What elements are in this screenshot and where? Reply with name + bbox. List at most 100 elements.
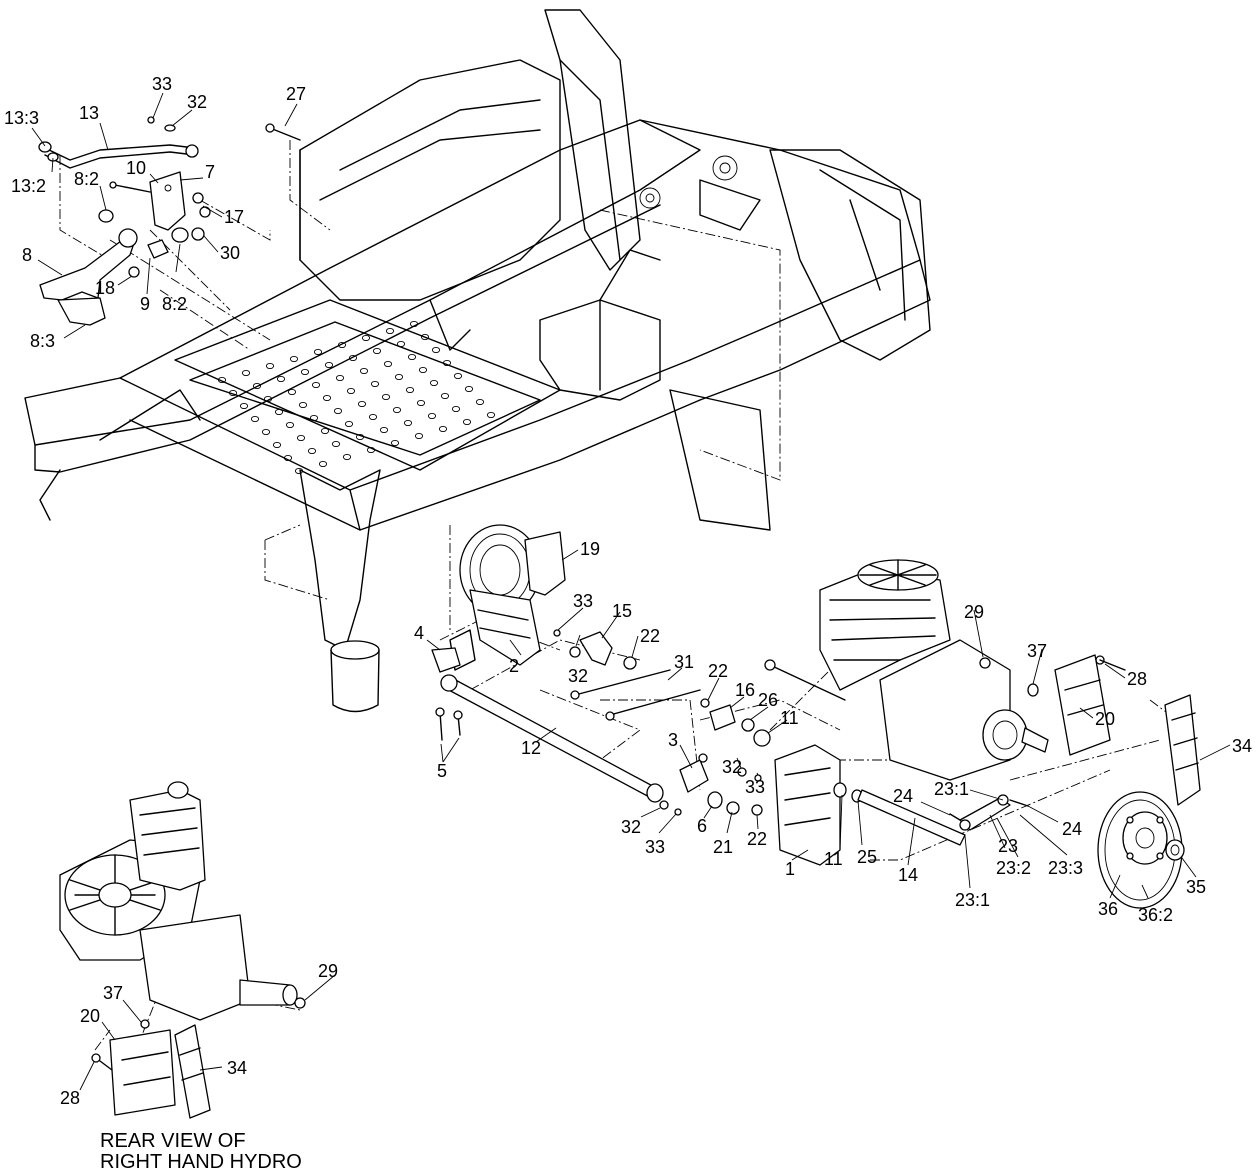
- callout-34: 34: [227, 1058, 247, 1078]
- callout-37: 37: [1027, 641, 1047, 661]
- phantom-lines: [59, 140, 1191, 1051]
- floor-pan-hole: [385, 327, 395, 335]
- floor-pan-hole: [442, 359, 452, 367]
- floor-pan-hole: [228, 389, 238, 397]
- floor-pan-hole: [427, 412, 437, 420]
- callout-34: 34: [1232, 736, 1252, 756]
- floor-pan-hole: [392, 406, 402, 414]
- floor-pan-hole: [261, 428, 271, 436]
- floor-pan-hole: [331, 440, 341, 448]
- callout-25: 25: [857, 847, 877, 867]
- floor-pan-hole: [396, 340, 406, 348]
- callout-26: 26: [758, 690, 778, 710]
- floor-pan-hole: [294, 467, 304, 475]
- floor-pan-hole: [322, 394, 332, 402]
- callout-labels: 13:3 13 33 32 27 13:2 10 7 8:2 17 30 8 1…: [4, 74, 1252, 1108]
- floor-pan-hole: [486, 411, 496, 419]
- floor-pan-hole: [361, 334, 371, 342]
- callout-18: 18: [95, 278, 115, 298]
- floor-pan-hole: [368, 413, 378, 421]
- callout-14: 14: [898, 865, 918, 885]
- floor-pan-hole: [283, 454, 293, 462]
- floor-pan-hole: [296, 434, 306, 442]
- callout-33: 33: [645, 837, 665, 857]
- callout-37: 37: [103, 983, 123, 1003]
- callout-1: 1: [785, 859, 795, 879]
- floor-pan-hole: [346, 387, 356, 395]
- floor-pan-hole: [274, 408, 284, 416]
- callout-11: 11: [780, 708, 799, 728]
- brake-rotor: [1097, 791, 1185, 909]
- callout-30: 30: [220, 243, 240, 263]
- callout-36-2: 36:2: [1138, 905, 1173, 925]
- floor-pan-hole: [420, 333, 430, 341]
- floor-pan-hole: [379, 426, 389, 434]
- callout-32: 32: [568, 666, 588, 686]
- floor-pan-hole: [320, 427, 330, 435]
- callout-33: 33: [573, 591, 593, 611]
- floor-pan-hole: [453, 372, 463, 380]
- floor-pan-hole: [344, 420, 354, 428]
- callout-36: 36: [1098, 899, 1118, 919]
- floor-pan-hole: [348, 354, 358, 362]
- floor-pan-hole: [239, 402, 249, 410]
- floor-pan-hole: [383, 360, 393, 368]
- floor-pan-hole: [241, 369, 251, 377]
- callout-23-2: 23:2: [996, 858, 1031, 878]
- callout-13-3: 13:3: [4, 108, 39, 128]
- floor-pan-hole: [355, 433, 365, 441]
- floor-pan-hole: [416, 399, 426, 407]
- main-frame: [24, 9, 931, 713]
- floor-pan-hole: [272, 441, 282, 449]
- callout-23-3: 23:3: [1048, 858, 1083, 878]
- callout-20: 20: [80, 1006, 100, 1026]
- floor-pan-hole: [289, 355, 299, 363]
- callout-32: 32: [722, 757, 742, 777]
- floor-pan-hole: [414, 432, 424, 440]
- floor-pan-hole: [250, 415, 260, 423]
- callout-27: 27: [286, 84, 306, 104]
- floor-pan-hole: [431, 346, 441, 354]
- floor-pan-hole: [265, 362, 275, 370]
- floor-pan-hole: [217, 376, 227, 384]
- callout-8-2: 8:2: [74, 169, 99, 189]
- floor-pan-hole: [313, 348, 323, 356]
- callout-13-2: 13:2: [11, 176, 46, 196]
- callout-4: 4: [414, 623, 424, 643]
- callout-32: 32: [187, 92, 207, 112]
- floor-pan-hole: [342, 453, 352, 461]
- callout-33: 33: [745, 777, 765, 797]
- floor-pan-hole: [390, 439, 400, 447]
- caption-line-1: REAR VIEW OF: [100, 1130, 246, 1152]
- callout-19: 19: [580, 539, 600, 559]
- floor-pan-hole: [333, 407, 343, 415]
- floor-pan-hole: [359, 367, 369, 375]
- floor-pan-hole: [370, 380, 380, 388]
- floor-pan-hole: [311, 381, 321, 389]
- callout-9: 9: [140, 294, 150, 314]
- floor-pan-hole: [276, 375, 286, 383]
- callout-7: 7: [205, 162, 215, 182]
- floor-pan-hole: [418, 366, 428, 374]
- callout-12: 12: [521, 738, 541, 758]
- floor-pan-hole: [337, 341, 347, 349]
- floor-pan-hole: [298, 401, 308, 409]
- callout-35: 35: [1186, 877, 1206, 897]
- callout-22: 22: [708, 661, 728, 681]
- floor-pan-hole: [263, 395, 273, 403]
- callout-13: 13: [79, 103, 99, 123]
- floor-pan-hole: [475, 398, 485, 406]
- floor-pan-hole: [357, 400, 367, 408]
- callout-15: 15: [612, 601, 632, 621]
- callout-5: 5: [437, 761, 447, 781]
- caption-line-2: RIGHT HAND HYDRO: [100, 1151, 302, 1173]
- callout-28: 28: [1127, 669, 1147, 689]
- floor-pan-hole: [300, 368, 310, 376]
- floor-pan-holes: [217, 320, 496, 475]
- callout-33: 33: [152, 74, 172, 94]
- floor-pan-hole: [462, 418, 472, 426]
- hydro-unit-right: [819, 559, 1201, 806]
- floor-pan-hole: [440, 392, 450, 400]
